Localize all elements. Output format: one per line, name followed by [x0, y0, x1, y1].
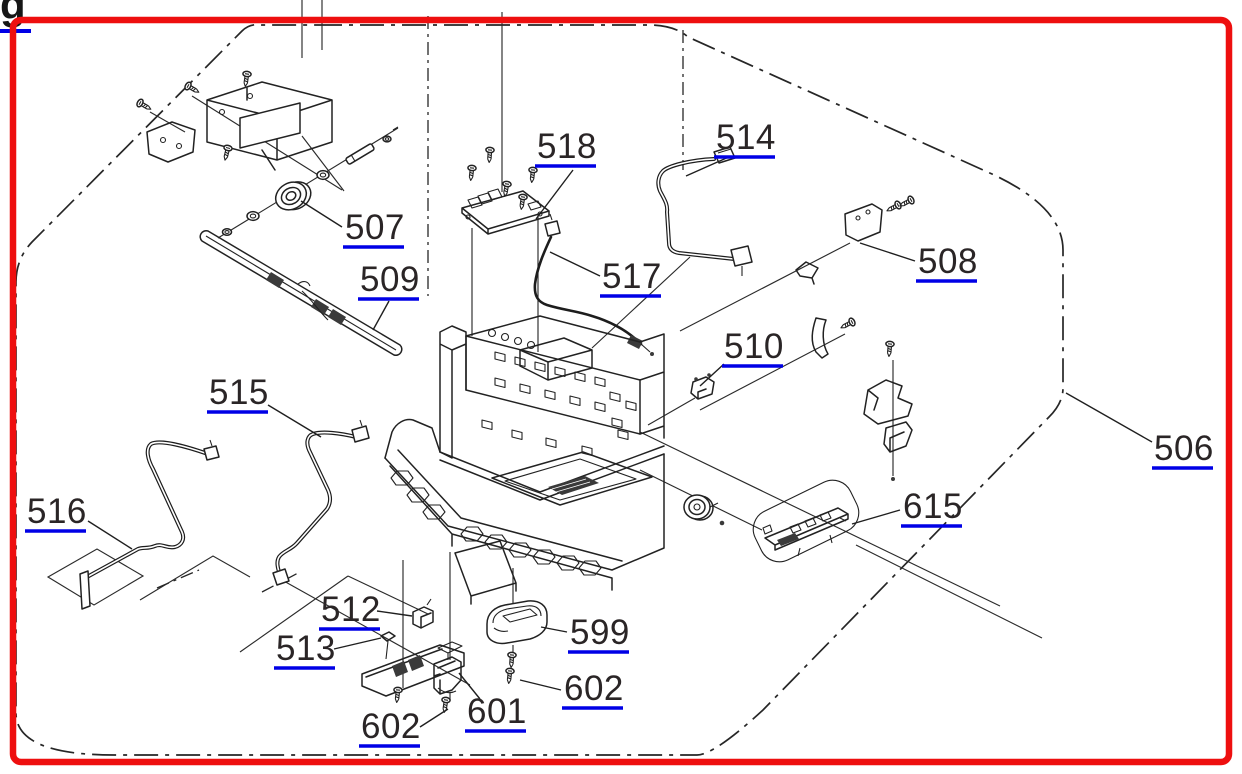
leader-line-516	[87, 520, 133, 550]
part-number-512: 512	[321, 590, 381, 629]
part-number-516: 516	[27, 492, 87, 531]
part-508-bracket	[795, 203, 883, 285]
leader-line-518	[535, 169, 574, 220]
leader-line-510	[699, 363, 725, 387]
part-number-615: 615	[903, 487, 963, 526]
part-label-509: 509	[358, 260, 420, 331]
part-601-bracket	[433, 656, 462, 695]
part-number-602-lower: 602	[361, 707, 421, 746]
part-number-509: 509	[360, 260, 420, 299]
part-515-harness	[272, 419, 370, 586]
part-509-guide-rail	[199, 229, 403, 357]
part-512-sensor	[412, 598, 434, 629]
leader-line-517	[549, 251, 601, 277]
part-label-615: 615	[851, 487, 963, 528]
part-number-506: 506	[1154, 429, 1214, 468]
leader-line-508	[859, 242, 916, 262]
part-carriage-lock-bracket	[146, 81, 333, 171]
part-lever-and-brackets	[811, 317, 913, 481]
part-right-pulley	[683, 494, 725, 526]
part-label-514: 514	[685, 118, 776, 177]
construction-lines	[46, 0, 1043, 700]
part-615-board	[752, 479, 860, 563]
part-label-515: 515	[207, 373, 322, 438]
phantom-outline	[15, 16, 1064, 756]
part-holder-strip	[361, 641, 465, 697]
part-number-601: 601	[467, 692, 527, 731]
leader-line-601	[458, 672, 481, 700]
part-label-507: 507	[300, 200, 405, 249]
main-chassis-assembly	[384, 315, 665, 605]
part-label-516: 516	[25, 492, 133, 550]
leader-line-515	[267, 404, 322, 438]
part-number-514: 514	[716, 118, 776, 157]
part-number-599: 599	[570, 613, 630, 652]
leader-line-615	[851, 509, 901, 525]
part-number-518: 518	[537, 127, 597, 166]
part-516-harness	[79, 439, 220, 610]
part-number-507: 507	[345, 208, 405, 247]
part-number-513: 513	[276, 629, 336, 668]
leader-line-507	[300, 200, 343, 228]
leader-line-599	[540, 626, 568, 633]
part-510-sensor	[690, 373, 715, 400]
part-label-518: 518	[535, 127, 597, 220]
hardware-decorations	[134, 70, 916, 714]
part-599-holder	[486, 600, 548, 645]
red-frame	[9, 16, 1233, 766]
part-number-508: 508	[918, 242, 978, 281]
part-514-cable	[656, 146, 753, 276]
part-507-pulley-assembly	[217, 126, 399, 239]
part-number-517: 517	[602, 257, 662, 296]
part-label-601: 601	[458, 672, 527, 733]
leader-line-512	[376, 610, 413, 617]
leader-line-602-upper	[519, 679, 562, 691]
part-518-board	[461, 188, 550, 235]
part-label-602-upper: 602	[519, 669, 624, 710]
leader-line-506	[1065, 392, 1153, 443]
part-513-pad	[380, 631, 396, 660]
part-label-510: 510	[699, 327, 784, 387]
part-label-512: 512	[319, 590, 413, 631]
part-number-510: 510	[724, 327, 784, 366]
part-label-602-lower: 602	[359, 707, 449, 748]
part-label-517: 517	[549, 251, 662, 298]
leader-line-602-lower	[419, 708, 449, 728]
leader-line-514	[685, 155, 732, 177]
part-label-599: 599	[540, 613, 630, 654]
part-label-513: 513	[274, 629, 382, 670]
leader-line-513	[333, 637, 382, 650]
part-label-508: 508	[859, 242, 978, 283]
part-label-506: 506	[1065, 392, 1214, 470]
part-number-602-upper: 602	[564, 669, 624, 708]
leader-line-509	[372, 300, 390, 331]
part-517-cable	[533, 213, 654, 356]
part-number-515: 515	[209, 373, 269, 412]
